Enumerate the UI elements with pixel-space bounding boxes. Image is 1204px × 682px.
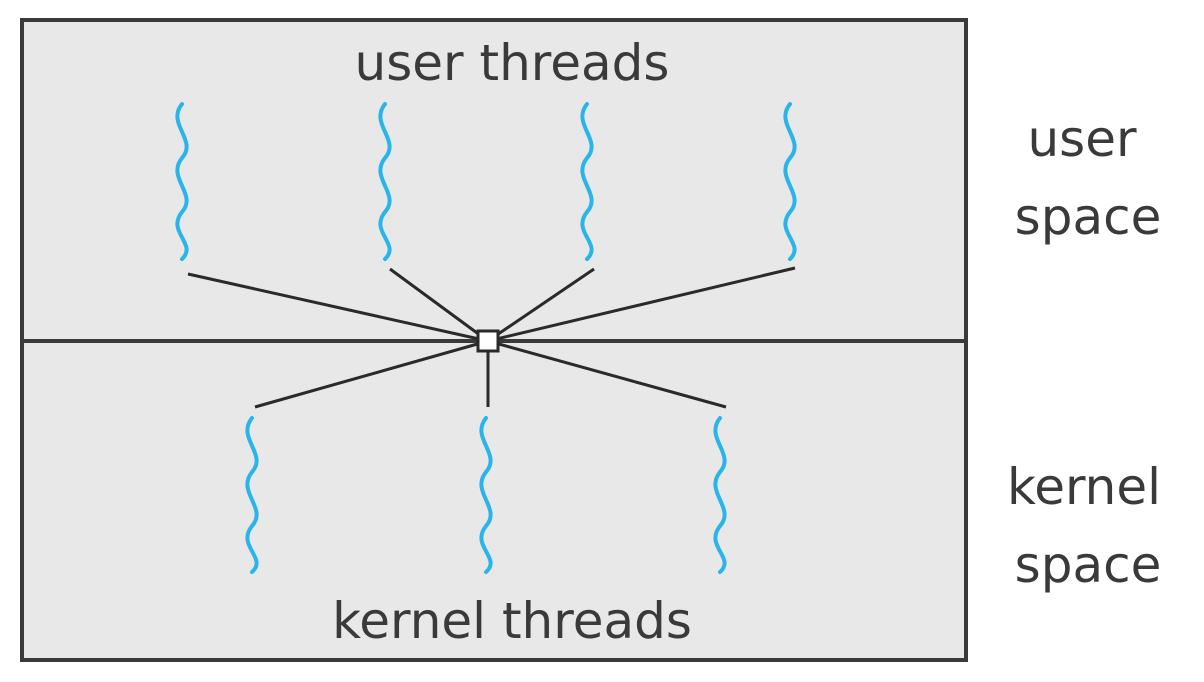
kernel-space-label-line2: space xyxy=(1015,536,1162,594)
kernel-thread-2 xyxy=(479,416,493,574)
user-threads-label: user threads xyxy=(355,34,670,92)
connector-user-1 xyxy=(187,272,489,343)
thread-mapping-hub xyxy=(476,329,500,353)
user-space-label-line2: space xyxy=(1015,188,1162,246)
kernel-space-label-line1: kernel xyxy=(1007,458,1161,516)
user-thread-4 xyxy=(783,102,797,261)
connector-user-4 xyxy=(487,266,796,343)
user-thread-3 xyxy=(580,102,594,261)
kernel-thread-1 xyxy=(245,416,259,574)
connector-kernel-1 xyxy=(254,339,489,409)
kernel-threads xyxy=(245,416,727,574)
kernel-threads-label: kernel threads xyxy=(332,592,692,650)
connector-lines xyxy=(187,266,796,409)
kernel-thread-3 xyxy=(713,416,727,574)
user-thread-2 xyxy=(378,102,392,261)
connector-kernel-3 xyxy=(487,339,727,409)
user-threads xyxy=(175,102,797,261)
user-space-label-line1: user xyxy=(1027,110,1137,168)
connector-user-3 xyxy=(487,267,595,343)
connector-user-2 xyxy=(389,267,489,343)
user-thread-1 xyxy=(175,102,189,261)
